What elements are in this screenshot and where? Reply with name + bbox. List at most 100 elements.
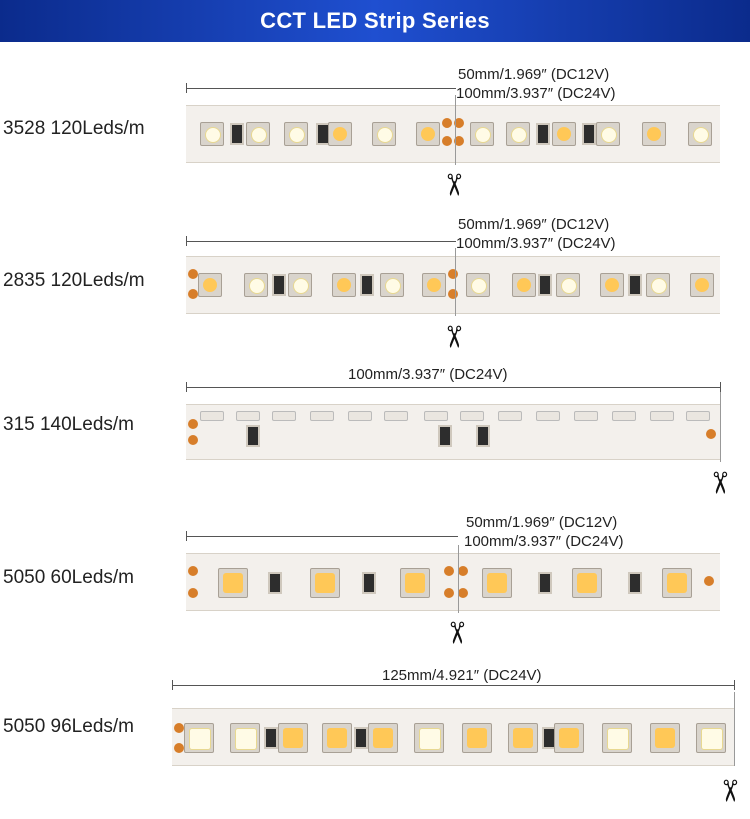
resistor (230, 123, 244, 145)
led-chip (380, 273, 404, 297)
dimension-24v: 100mm/3.937″ (DC24V) (464, 533, 624, 550)
resistor (360, 274, 374, 296)
led-chip (506, 122, 530, 146)
led-chip (368, 723, 398, 753)
resistor (628, 572, 642, 594)
solder-pad (188, 269, 198, 279)
dimension-24v: 100mm/3.937″ (DC24V) (456, 235, 616, 252)
led-chip (662, 568, 692, 598)
dimension-line (186, 536, 458, 537)
side-led (686, 411, 710, 421)
cut-line (458, 545, 459, 613)
led-chip (200, 122, 224, 146)
dimension-line (186, 88, 456, 89)
side-led (424, 411, 448, 421)
led-chip (552, 122, 576, 146)
led-chip (184, 723, 214, 753)
led-chip (284, 122, 308, 146)
led-strip-3528 (186, 105, 720, 163)
page-title: CCT LED Strip Series (260, 8, 490, 33)
led-chip (508, 723, 538, 753)
led-chip (230, 723, 260, 753)
led-chip (650, 723, 680, 753)
strip-label-2835: 2835 120Leds/m (3, 270, 145, 291)
side-led (348, 411, 372, 421)
cut-line (455, 95, 456, 165)
led-chip (482, 568, 512, 598)
solder-pad (458, 566, 468, 576)
led-chip (642, 122, 666, 146)
led-chip (332, 273, 356, 297)
resistor (538, 274, 552, 296)
cut-line (455, 248, 456, 316)
led-chip (600, 273, 624, 297)
led-chip (554, 723, 584, 753)
led-strip-2835 (186, 256, 720, 314)
led-chip (416, 122, 440, 146)
resistor (354, 727, 368, 749)
solder-pad (448, 269, 458, 279)
solder-pad (442, 118, 452, 128)
solder-pad (444, 588, 454, 598)
solder-pad (188, 435, 198, 445)
led-chip (556, 273, 580, 297)
led-strip-315 (186, 404, 720, 460)
led-chip (372, 122, 396, 146)
led-chip (646, 273, 670, 297)
solder-pad (454, 118, 464, 128)
solder-pad (706, 429, 716, 439)
led-chip (462, 723, 492, 753)
side-led (574, 411, 598, 421)
resistor (264, 727, 278, 749)
dimension-line (186, 387, 721, 388)
led-chip (244, 273, 268, 297)
cut-line (720, 392, 721, 462)
dimension-12v: 50mm/1.969″ (DC12V) (458, 216, 610, 233)
side-led (310, 411, 334, 421)
scissors-icon: ✂ (712, 778, 746, 804)
resistor (246, 425, 260, 447)
resistor (628, 274, 642, 296)
led-chip (422, 273, 446, 297)
solder-pad (174, 723, 184, 733)
strip-label-5050-96: 5050 96Leds/m (3, 716, 134, 737)
side-led (650, 411, 674, 421)
resistor (362, 572, 376, 594)
solder-pad (188, 588, 198, 598)
resistor (476, 425, 490, 447)
resistor (582, 123, 596, 145)
solder-pad (444, 566, 454, 576)
led-chip (414, 723, 444, 753)
scissors-icon: ✂ (702, 470, 736, 496)
strip-label-315: 315 140Leds/m (3, 414, 134, 435)
scissors-icon: ✂ (436, 172, 470, 198)
strip-label-5050-60: 5050 60Leds/m (3, 567, 134, 588)
resistor (268, 572, 282, 594)
led-chip (288, 273, 312, 297)
led-chip (246, 122, 270, 146)
dimension-line (172, 685, 735, 686)
dimension-24v: 100mm/3.937″ (DC24V) (456, 85, 616, 102)
resistor (272, 274, 286, 296)
solder-pad (188, 419, 198, 429)
dimension-24v: 100mm/3.937″ (DC24V) (348, 366, 508, 383)
led-chip (466, 273, 490, 297)
scissors-icon: ✂ (436, 324, 470, 350)
solder-pad (458, 588, 468, 598)
side-led (612, 411, 636, 421)
dimension-24v: 125mm/4.921″ (DC24V) (382, 667, 542, 684)
scissors-icon: ✂ (439, 620, 473, 646)
led-chip (310, 568, 340, 598)
side-led (200, 411, 224, 421)
side-led (536, 411, 560, 421)
side-led (384, 411, 408, 421)
solder-pad (188, 289, 198, 299)
solder-pad (448, 289, 458, 299)
led-strip-5050-96 (172, 708, 734, 766)
led-chip (278, 723, 308, 753)
solder-pad (454, 136, 464, 146)
dimension-12v: 50mm/1.969″ (DC12V) (458, 66, 610, 83)
led-chip (218, 568, 248, 598)
led-chip (696, 723, 726, 753)
led-chip (470, 122, 494, 146)
